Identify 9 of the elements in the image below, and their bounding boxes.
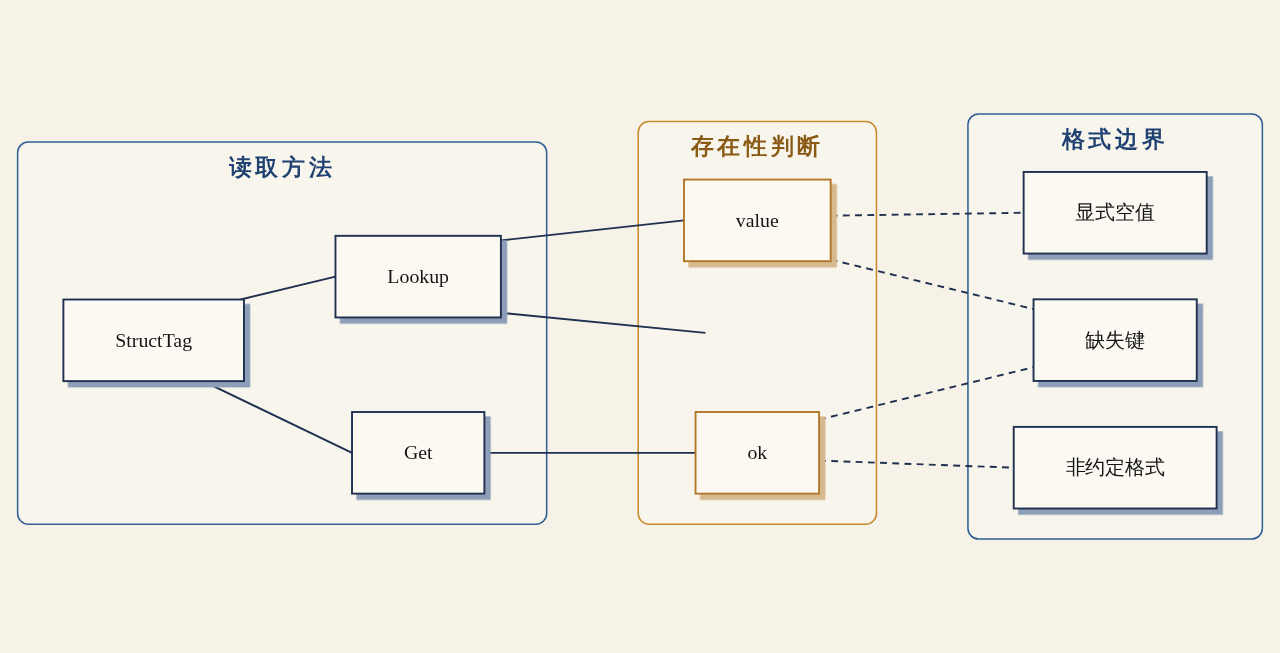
node-box: 缺失键 (1032, 298, 1198, 382)
connector (202, 380, 353, 454)
node-box: value (683, 178, 832, 263)
node-box: 非约定格式 (1012, 425, 1218, 510)
node-box: Lookup (334, 234, 502, 319)
node-box: 显式空值 (1022, 171, 1208, 255)
node-box: StructTag (62, 298, 245, 383)
node-box: ok (694, 411, 821, 495)
node-box: Get (351, 411, 486, 495)
